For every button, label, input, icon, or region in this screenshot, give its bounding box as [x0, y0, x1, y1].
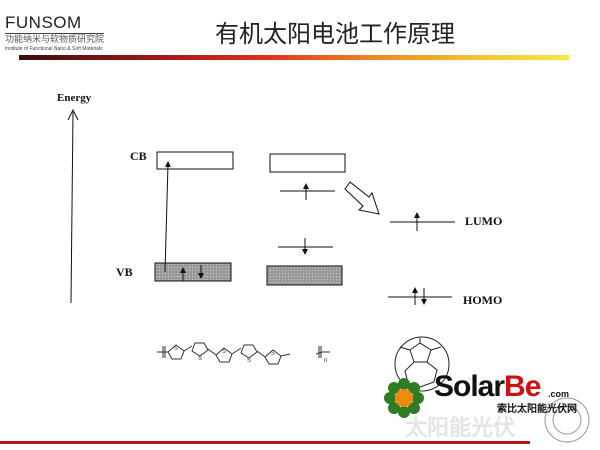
bottom-red-bar	[0, 441, 530, 444]
brand-chinese: 索比太阳能光伏网	[497, 404, 577, 415]
excitation-arrow	[164, 161, 171, 273]
watermark-faint-text: 太阳能光伏	[405, 416, 516, 441]
lumo-level	[390, 212, 455, 231]
vb-electron-pair	[180, 265, 204, 281]
lumo-label: LUMO	[465, 214, 502, 228]
homo-level	[388, 287, 452, 305]
logo-chinese-name: 功能纳米与软物质研究院	[5, 33, 105, 45]
brand-text: SolarBe	[434, 370, 541, 403]
exciton-upper-level	[280, 183, 335, 200]
seal-stamp	[544, 397, 590, 443]
ring-atom-s: S	[198, 356, 202, 362]
title-gradient-bar	[19, 55, 569, 60]
solarbe-brand: SolarBe	[434, 370, 541, 403]
brand-text-accent: Be	[504, 370, 541, 403]
homo-label: HOMO	[463, 293, 502, 307]
polythiophene-structure	[157, 342, 330, 365]
cb-box-2	[269, 153, 346, 173]
logo-name: FUNSOM	[5, 13, 82, 32]
vb-box-donor	[154, 262, 232, 282]
solarbe-flower-logo	[384, 378, 424, 418]
vb-label: VB	[116, 265, 133, 279]
energy-label: Energy	[57, 92, 92, 104]
exciton-lower-level	[278, 238, 333, 255]
ring-atom-s: S	[247, 358, 251, 364]
slide-title: 有机太阳电池工作原理	[215, 20, 455, 48]
cb-box-donor	[156, 151, 234, 170]
logo-english-name: Institute of Functional Nano & Soft Mate…	[5, 46, 103, 52]
transfer-hollow-arrow	[344, 181, 380, 215]
cb-label: CB	[130, 149, 147, 163]
ring-atom-s: S	[174, 346, 178, 352]
ring-atom-s: S	[271, 351, 275, 357]
polymer-subscript: n	[324, 358, 327, 364]
energy-axis	[67, 108, 79, 304]
ring-atom-s: S	[222, 349, 226, 355]
brand-suffix: .com	[548, 389, 570, 399]
vb-box-2	[266, 265, 343, 286]
